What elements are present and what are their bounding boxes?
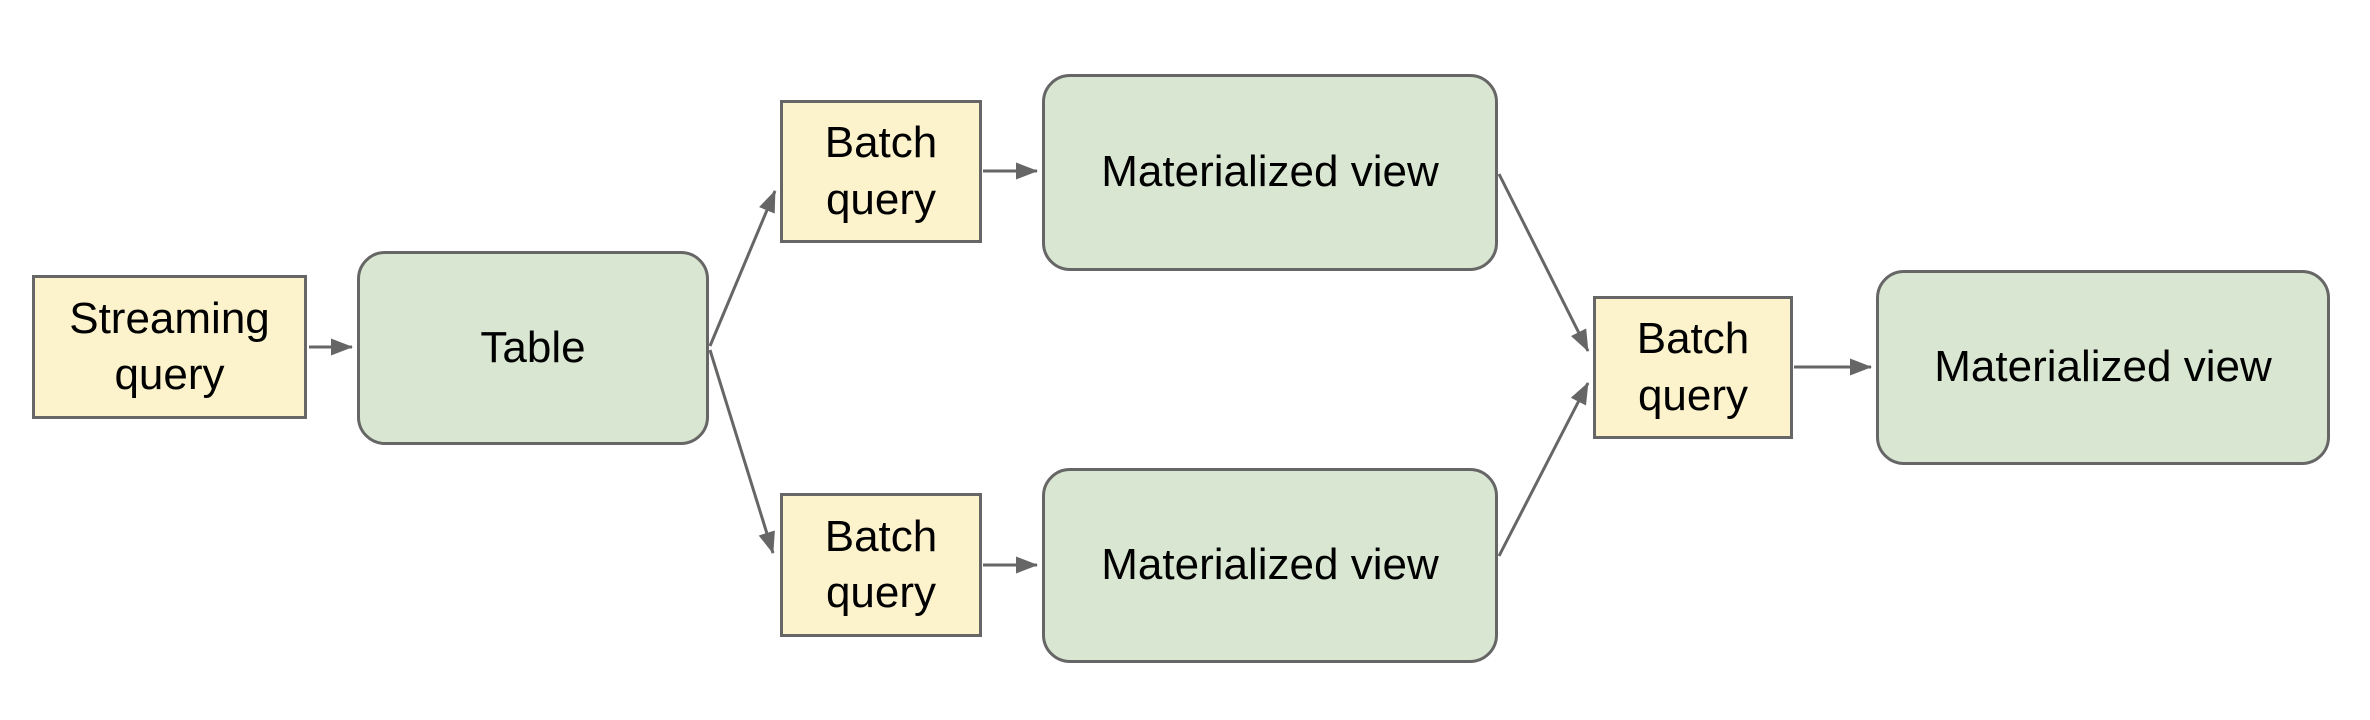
node-streaming-query: Streaming query — [32, 275, 307, 419]
node-batch-query-right: Batch query — [1593, 296, 1793, 439]
node-batch-query-bottom: Batch query — [780, 493, 982, 637]
arrow-table-to-batch-query-bottom — [708, 349, 775, 554]
node-batch-query-top: Batch query — [780, 100, 982, 243]
arrow-mv-bottom-to-batch-query-right — [1497, 382, 1590, 557]
node-materialized-view-bottom: Materialized view — [1042, 468, 1498, 663]
node-table: Table — [357, 251, 709, 445]
arrow-mv-top-to-batch-query-right — [1497, 173, 1590, 352]
node-materialized-view-top-label: Materialized view — [1101, 147, 1439, 197]
node-materialized-view-final-label: Materialized view — [1934, 342, 2272, 392]
node-materialized-view-bottom-label: Materialized view — [1101, 540, 1439, 590]
arrow-table-to-batch-query-top — [708, 190, 777, 347]
node-materialized-view-top: Materialized view — [1042, 74, 1498, 271]
node-streaming-query-label: Streaming query — [69, 293, 270, 399]
node-table-label: Table — [480, 322, 586, 372]
node-batch-query-top-label: Batch query — [824, 118, 938, 224]
node-batch-query-bottom-label: Batch query — [824, 511, 938, 617]
node-materialized-view-final: Materialized view — [1876, 270, 2330, 465]
node-batch-query-right-label: Batch query — [1636, 314, 1750, 420]
